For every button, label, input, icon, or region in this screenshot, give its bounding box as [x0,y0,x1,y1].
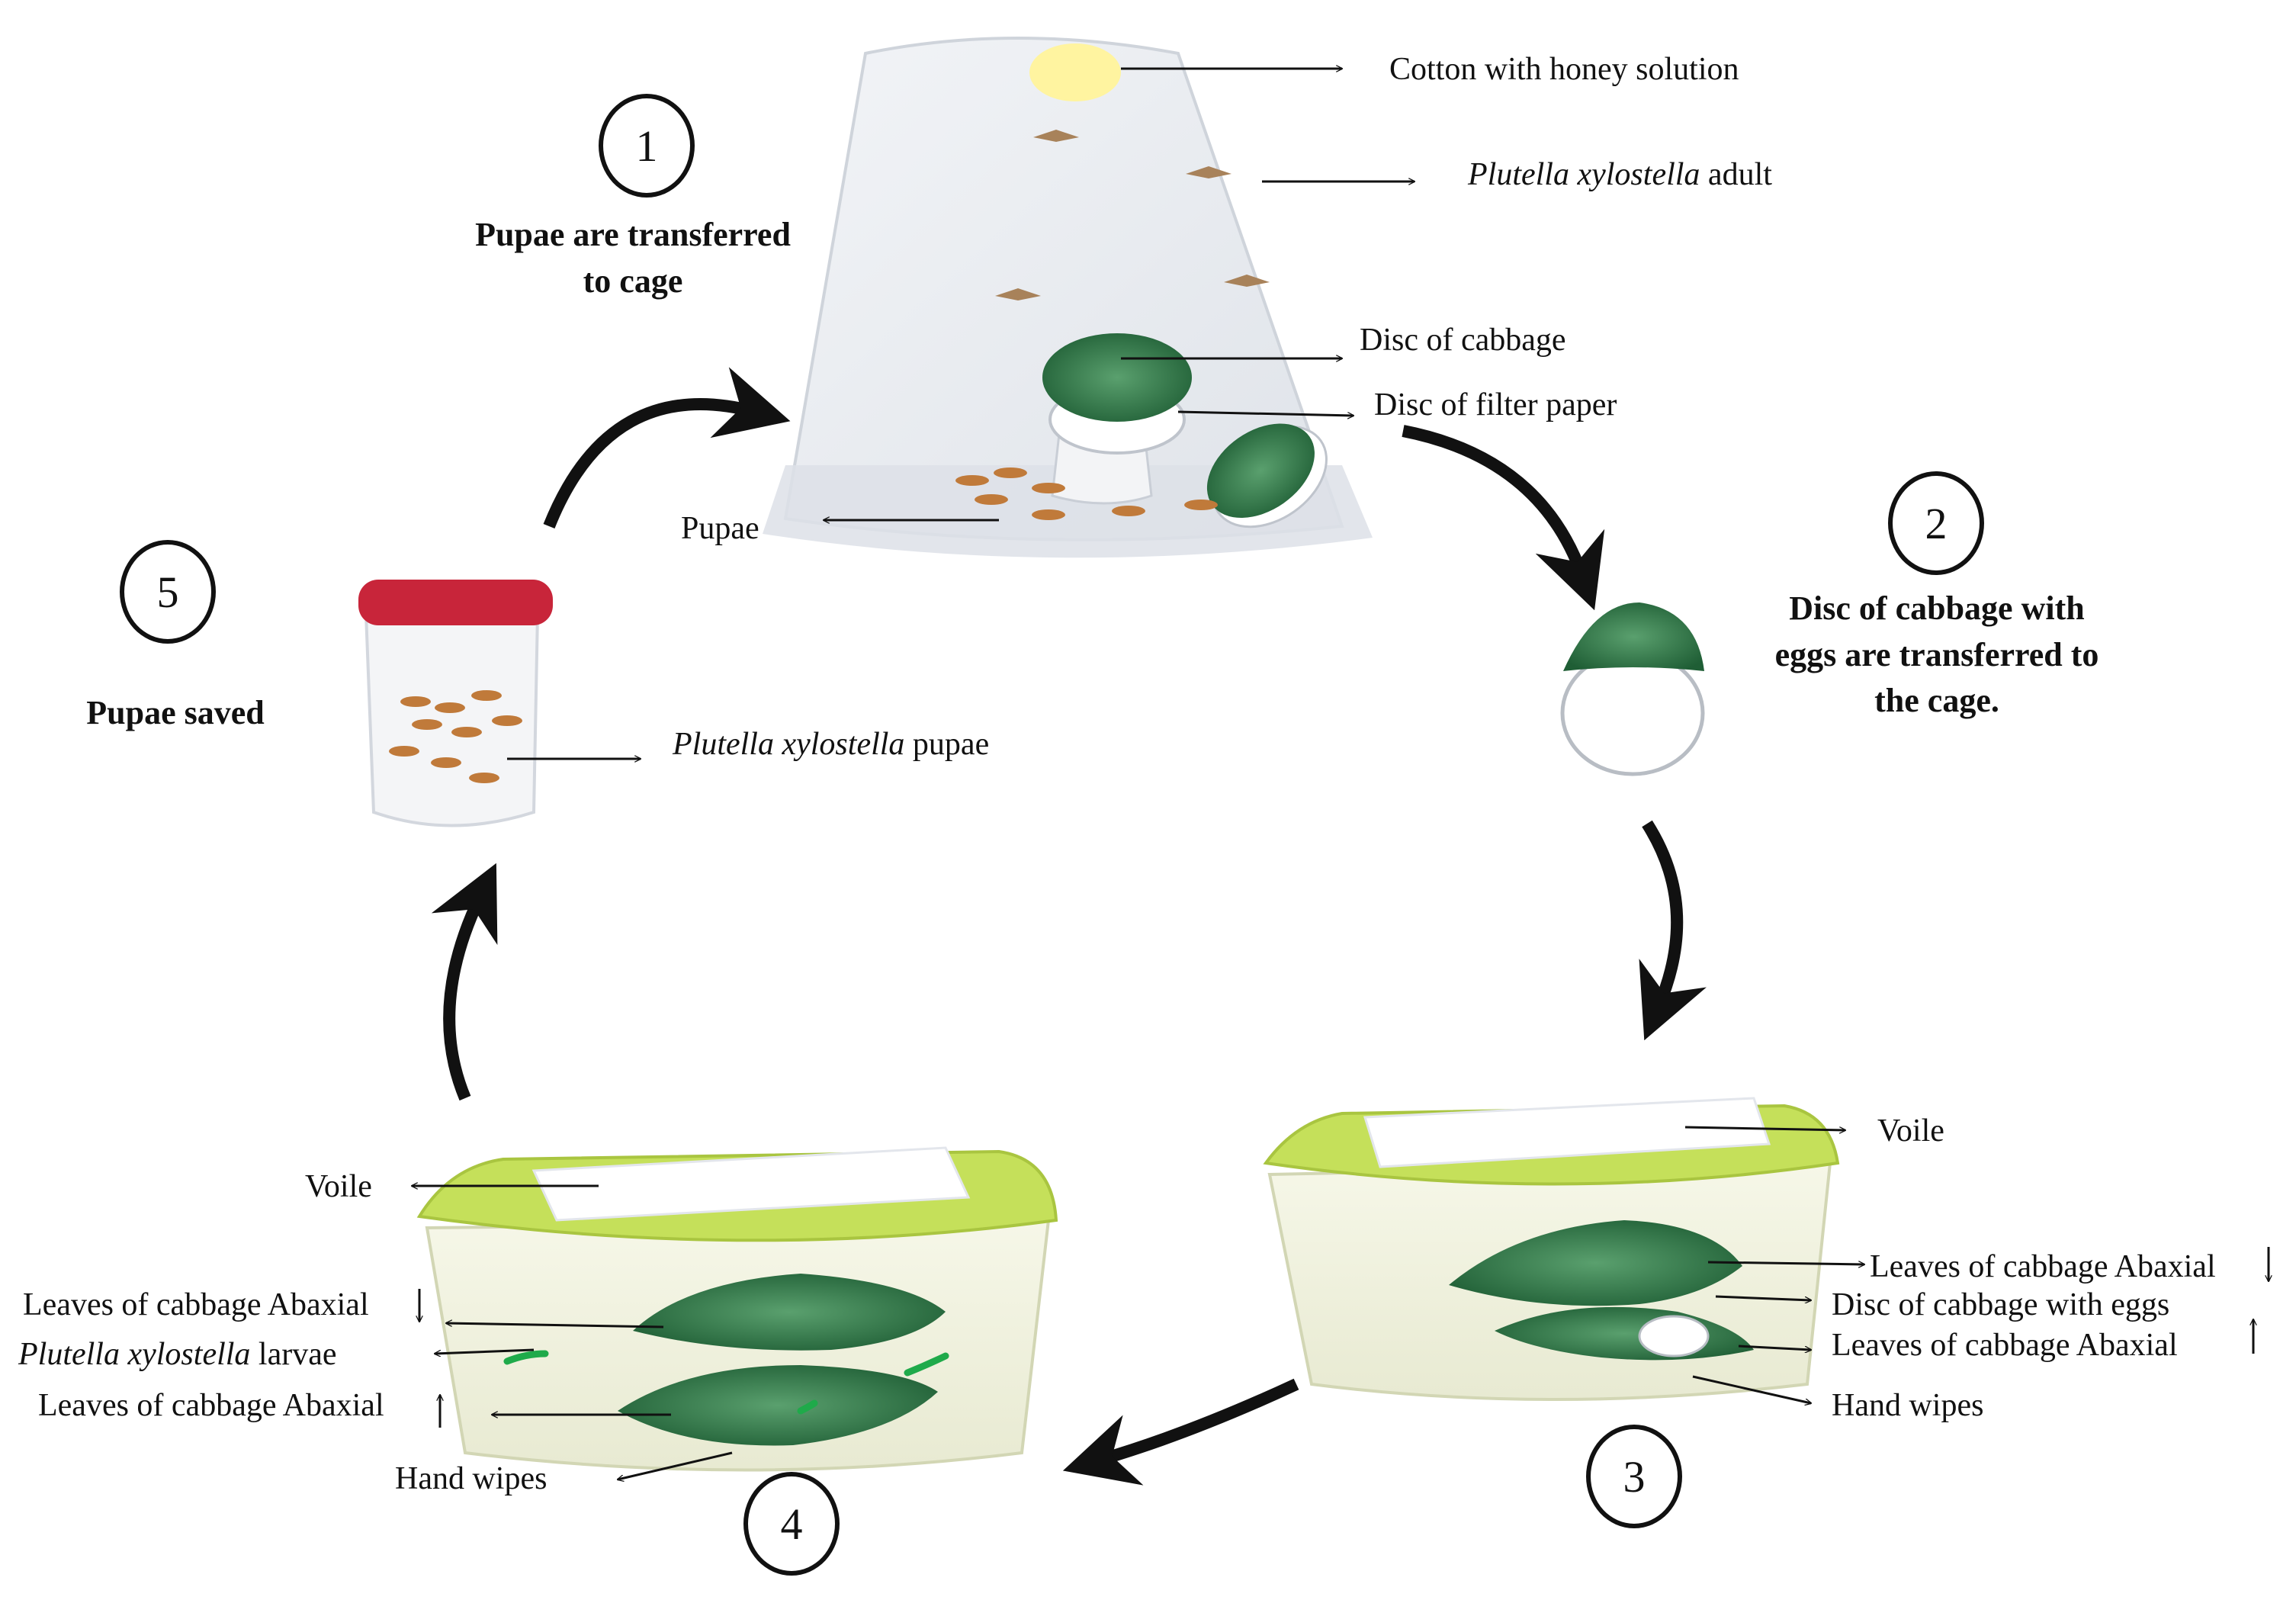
cycle-arrows [431,367,1707,1486]
label-box3-voile: Voile [1877,1113,1944,1149]
larva-icons [503,1350,949,1415]
label-box3-leaves-up: Leaves of cabbage Abaxial [1832,1328,2178,1363]
rearing-box-4 [416,1146,1058,1472]
cabbage-leaf-lower [618,1365,938,1446]
step-number-3: 3 [1586,1425,1682,1528]
cotton-ball [1029,43,1121,101]
label-disc-filter: Disc of filter paper [1374,387,1617,422]
orientation-arrows [419,1247,2269,1428]
label-box3-hand-wipes: Hand wipes [1832,1388,1984,1423]
label-box3-disc-eggs: Disc of cabbage with eggs [1832,1287,2170,1322]
label-box4-leaves-down: Leaves of cabbage Abaxial [23,1287,369,1322]
step-title-1: Pupae are transferred to cage [475,216,791,300]
transferred-disc [1560,602,1705,776]
cabbage-leaf-upper [633,1274,946,1351]
label-disc-cabbage: Disc of cabbage [1360,323,1566,358]
rearing-box-3 [1263,1097,1840,1401]
label-pupae: Pupae [681,511,759,546]
step-title-2: Disc of cabbage with eggs are transferre… [1774,590,2099,720]
pupae-jar [358,580,553,827]
label-box4-larvae: Plutella xylostella larvae [18,1337,337,1372]
tilted-disc [1206,423,1328,529]
arrow-4-to-5 [431,863,498,1101]
label-adult: Plutella xylostella adult [1468,157,1772,192]
label-pointers [412,69,1864,1480]
rearing-cage [763,37,1373,558]
label-box4-leaves-up: Leaves of cabbage Abaxial [38,1388,384,1423]
cabbage-leaf-upper [1449,1220,1742,1306]
arrow-5-to-1 [543,367,791,529]
arrow-1-to-2 [1402,425,1605,611]
step-number-1: 1 [599,94,695,198]
arrow-3-to-4 [1062,1378,1299,1486]
label-cotton: Cotton with honey solution [1389,52,1739,87]
label-box4-voile: Voile [305,1169,372,1204]
step-title-5: Pupae saved [86,694,265,731]
label-jar-pupae: Plutella xylostella pupae [673,727,990,762]
pupa-icons-cage [955,467,1218,520]
step-number-2: 2 [1888,471,1984,575]
pupa-icons-jar [389,690,522,783]
label-box4-hand-wipes: Hand wipes [395,1461,548,1496]
egg-disc [1638,1315,1710,1357]
step-number-4: 4 [743,1472,840,1576]
label-box3-leaves-down: Leaves of cabbage Abaxial [1870,1249,2216,1284]
step-number-5: 5 [120,540,216,644]
moth-icons [995,130,1270,300]
arrow-2-to-3 [1639,820,1707,1041]
cabbage-disc [1042,333,1192,422]
